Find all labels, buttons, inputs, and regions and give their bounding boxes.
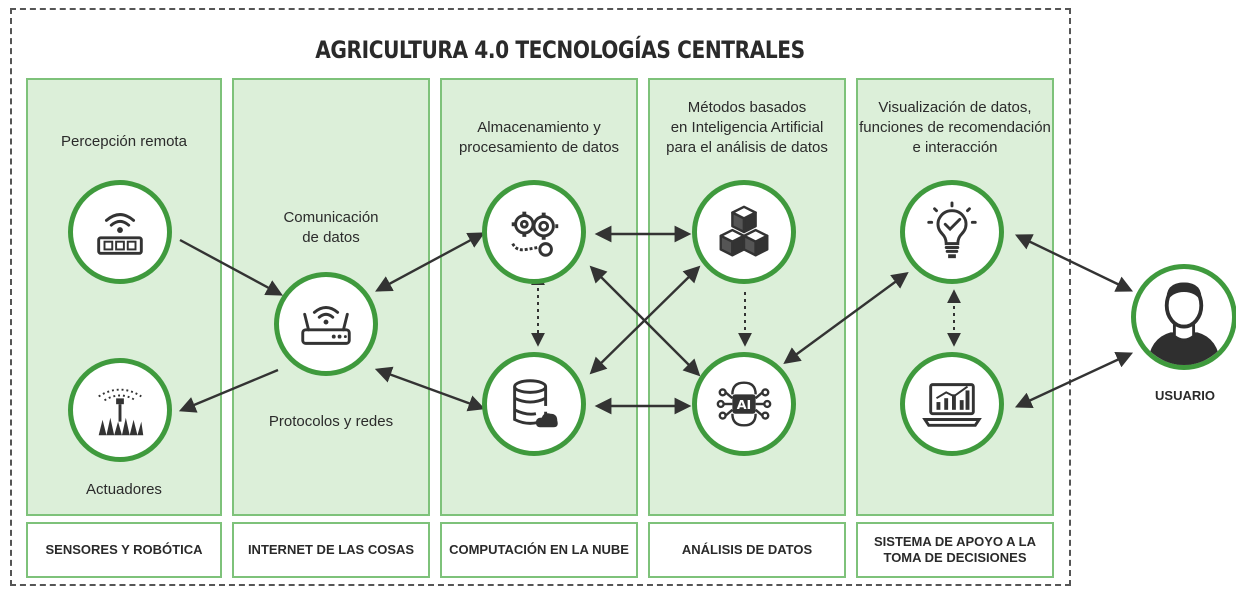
router-icon [301, 306, 351, 345]
wifi-sensor-icon [97, 213, 143, 255]
ai-node: AI [692, 352, 796, 456]
user-node [1131, 264, 1236, 370]
diagram-frame [10, 8, 1071, 586]
laptop-node [900, 352, 1004, 456]
label-visualization: Visualización de datos, funciones de rec… [859, 99, 1051, 156]
lightbulb-check-icon [927, 201, 977, 259]
cubes-node [692, 180, 796, 284]
user-label: USUARIO [1155, 388, 1215, 403]
label-remote-sensing: Percepción remota [61, 133, 187, 150]
user-avatar-icon [1147, 282, 1221, 365]
footer-analytics: ANÁLISIS DE DATOS [648, 522, 846, 578]
footer-iot: INTERNET DE LAS COSAS [232, 522, 430, 578]
label-ai-methods: Métodos basados en Inteligencia Artifici… [666, 99, 828, 156]
database-node [482, 352, 586, 456]
laptop-chart-icon [922, 383, 982, 427]
label-storage: Almacenamiento y procesamiento de datos [458, 119, 620, 156]
lightbulb-node [900, 180, 1004, 284]
router-node [274, 272, 378, 376]
gears-icon [511, 211, 559, 257]
footer-dss: SISTEMA DE APOYO A LA TOMA DE DECISIONES [856, 522, 1054, 578]
sprinkler-node [68, 358, 172, 462]
cubes-icon [719, 205, 769, 257]
gears-node [482, 180, 586, 284]
label-data-comm: Comunicación de datos [283, 209, 379, 246]
diagram-title: AGRICULTURA 4.0 TECNOLOGÍAS CENTRALES [315, 36, 805, 64]
database-cloud-icon [513, 379, 558, 428]
footer-sensors: SENSORES Y ROBÓTICA [26, 522, 222, 578]
ai-chip-label: AI [737, 397, 751, 412]
sprinkler-icon [98, 388, 144, 436]
label-protocols: Protocolos y redes [268, 413, 394, 430]
wifi-sensor-node [68, 180, 172, 284]
label-actuators: Actuadores [86, 481, 162, 498]
ai-brain-icon: AI [716, 381, 772, 427]
footer-cloud: COMPUTACIÓN EN LA NUBE [440, 522, 638, 578]
